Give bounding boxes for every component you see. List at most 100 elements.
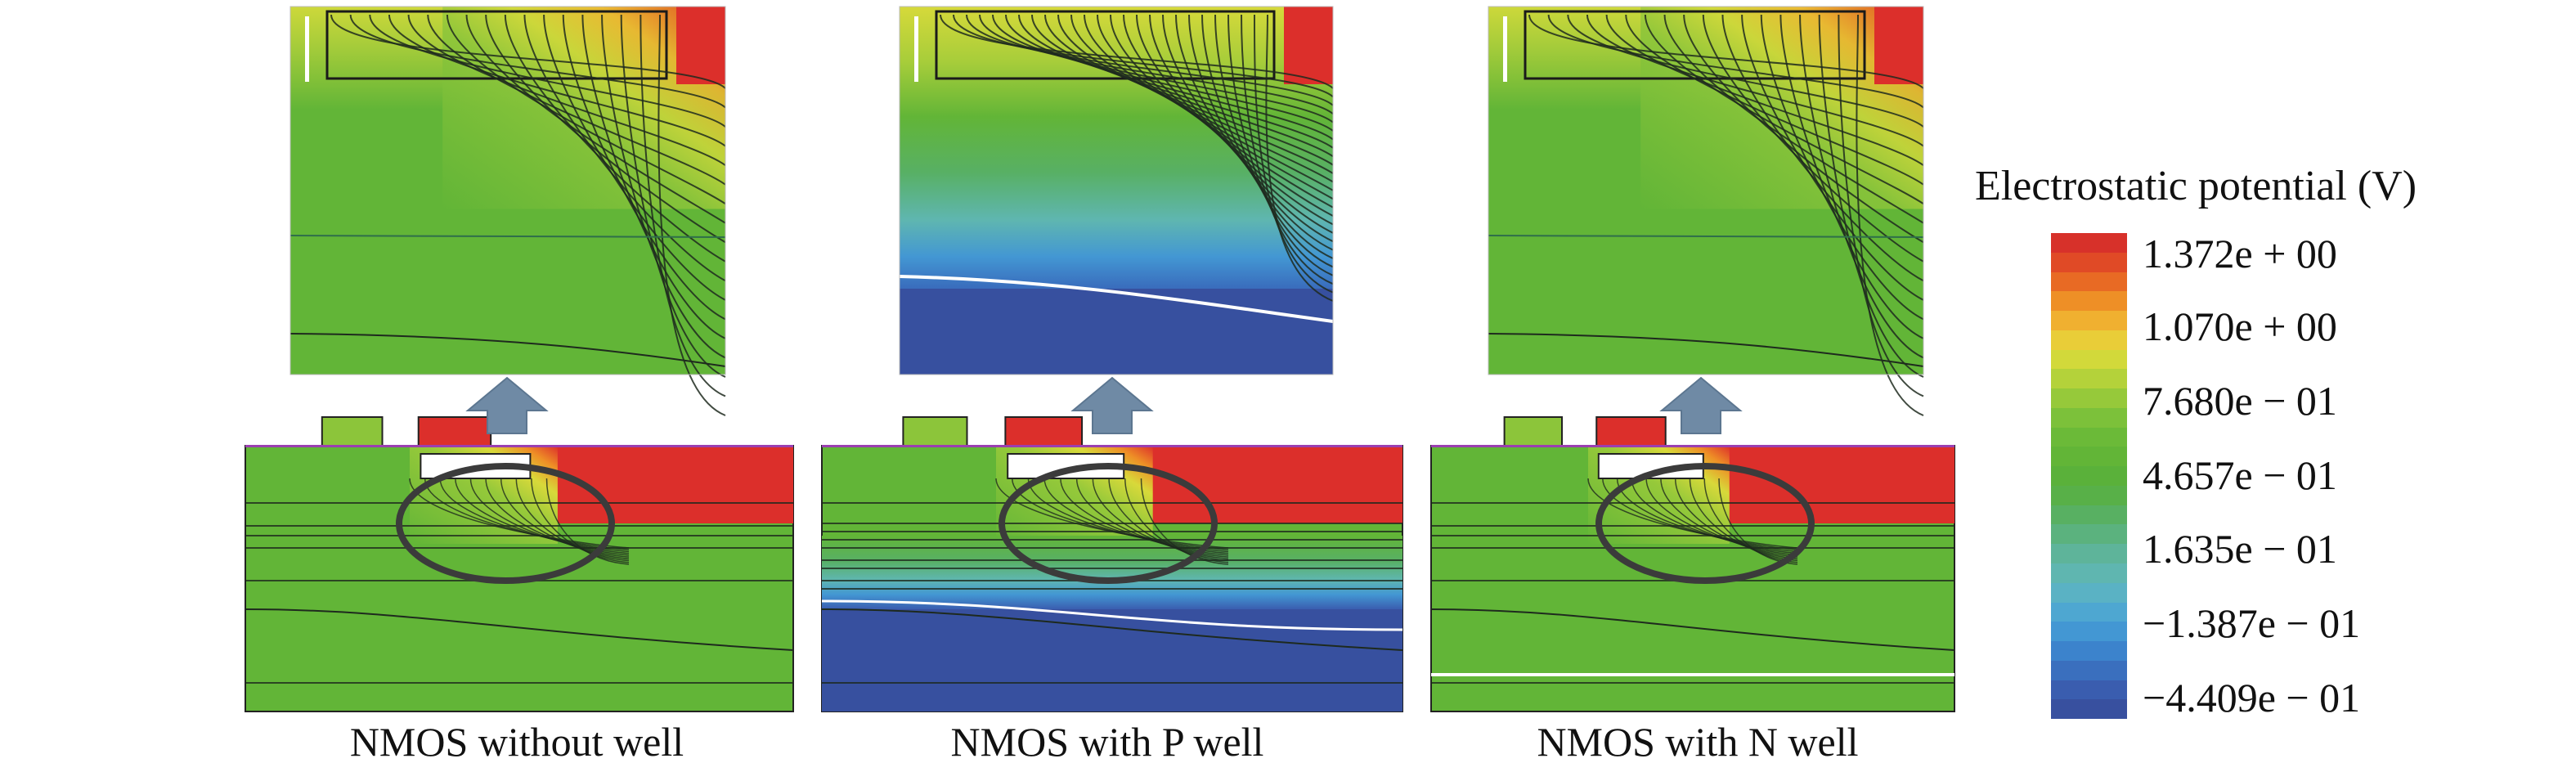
equipotential-line [485, 14, 726, 244]
equipotential-line [465, 14, 726, 224]
zoom-region-circles [396, 463, 1815, 584]
equipotential-line [1645, 478, 1798, 556]
device-panel-n-well [1430, 416, 1955, 712]
equipotential-line [995, 478, 1229, 549]
equipotential-line [388, 14, 726, 147]
equipotential-line [245, 608, 794, 651]
equipotential-line [1162, 14, 1334, 234]
equipotential-line [1818, 14, 1924, 378]
drain-region [1719, 446, 1954, 523]
zoom-arrows [465, 376, 1743, 434]
equipotential-line [601, 14, 726, 359]
colorbar-tick-label: −4.409e − 01 [2143, 675, 2361, 720]
spacer-edge [1503, 16, 1507, 82]
junction-line [899, 275, 1334, 323]
junction-line [821, 599, 1403, 631]
zoom-arrow [1659, 376, 1743, 434]
equipotential-line [1644, 14, 1924, 205]
colorbar-segment [2051, 563, 2127, 583]
equipotential-line [1253, 14, 1334, 294]
drain-contact [1874, 7, 1923, 84]
equipotential-line [1175, 14, 1334, 243]
equipotential-line [1488, 333, 1924, 367]
gate-outline [325, 10, 668, 80]
equipotential-line [1140, 478, 1229, 565]
colorbar-segment [2051, 407, 2127, 428]
drain-contact [1284, 7, 1333, 84]
drain-contact [676, 7, 725, 84]
equipotential-line [821, 608, 1403, 651]
equipotential-line [581, 14, 726, 339]
equipotential-line [1838, 14, 1924, 397]
junction-line [1488, 235, 1924, 238]
equipotential-line [1586, 14, 1924, 147]
p-well-region [900, 289, 1333, 375]
equipotential-line [1430, 608, 1955, 651]
zoom-panel-n-well [1488, 6, 1924, 416]
equipotential-line [940, 14, 1334, 89]
caption-p-well: NMOS with P well [950, 719, 1264, 765]
equipotential-line [1760, 14, 1924, 321]
colorbar-tick-label: 1.070e + 00 [2143, 303, 2337, 349]
zoom-border [289, 6, 726, 375]
zoom-arrow [465, 376, 549, 434]
equipotential-line [485, 478, 630, 558]
surface-line [1431, 445, 1954, 447]
equipotential-line [620, 14, 726, 378]
equipotential-line [1149, 14, 1334, 226]
equipotential-line [966, 14, 1334, 106]
gate-outline [1524, 10, 1866, 80]
equipotential-line [531, 478, 630, 563]
equipotential-line [515, 478, 630, 562]
equipotential-line [1663, 14, 1924, 224]
equipotential-line [469, 478, 630, 556]
equipotential-line [1031, 14, 1334, 149]
colorbar-tick-label: 4.657e − 01 [2143, 452, 2337, 498]
junction-line [289, 235, 726, 238]
equipotential-line [1779, 14, 1924, 339]
equipotential-line [1741, 14, 1924, 301]
zoom-region-circle [396, 463, 615, 584]
equipotential-line [1108, 478, 1229, 562]
equipotential-line [1689, 478, 1798, 562]
colorbar-segment [2051, 622, 2127, 642]
equipotential-line [1703, 478, 1798, 563]
equipotential-line [562, 14, 726, 321]
equipotential-line [1616, 478, 1798, 553]
colorbar-segment [2051, 699, 2127, 720]
equipotential-line [1856, 14, 1924, 416]
equipotential-line [330, 14, 726, 89]
equipotential-line [1018, 14, 1334, 141]
equipotential-line [455, 478, 630, 554]
equipotential-line [407, 14, 726, 166]
equipotential-line [1547, 14, 1924, 109]
gate-left [321, 416, 384, 449]
equipotential-line [657, 14, 726, 416]
equipotential-line [1721, 14, 1924, 282]
equipotential-line [1044, 14, 1334, 158]
equipotential-line [289, 333, 726, 367]
equipotential-line [640, 14, 726, 397]
colorbar-segment [2051, 582, 2127, 603]
equipotential-line [1241, 14, 1334, 285]
gate-right [417, 416, 492, 449]
colorbar-segment [2051, 641, 2127, 661]
equipotential-line [1092, 478, 1229, 560]
equipotential-line [1188, 14, 1334, 251]
equipotential-line [1005, 14, 1334, 132]
equipotential-line [1265, 14, 1334, 302]
colorbar-tick-label: 1.372e + 00 [2143, 231, 2337, 276]
device-panel-no-well [245, 416, 794, 712]
colorbar-segment [2051, 602, 2127, 622]
colorbar-tick-label: 7.680e − 01 [2143, 378, 2337, 424]
colorbar-segment [2051, 349, 2127, 370]
colorbar-segment [2051, 466, 2127, 486]
colorbar-segment [2051, 524, 2127, 545]
colorbar-tick-label: −1.387e − 01 [2143, 600, 2361, 646]
equipotential-line [1625, 14, 1924, 186]
p-well-region [822, 609, 1402, 711]
equipotential-line [1124, 478, 1229, 563]
surface-line [822, 445, 1402, 447]
gate-outline [935, 10, 1276, 80]
